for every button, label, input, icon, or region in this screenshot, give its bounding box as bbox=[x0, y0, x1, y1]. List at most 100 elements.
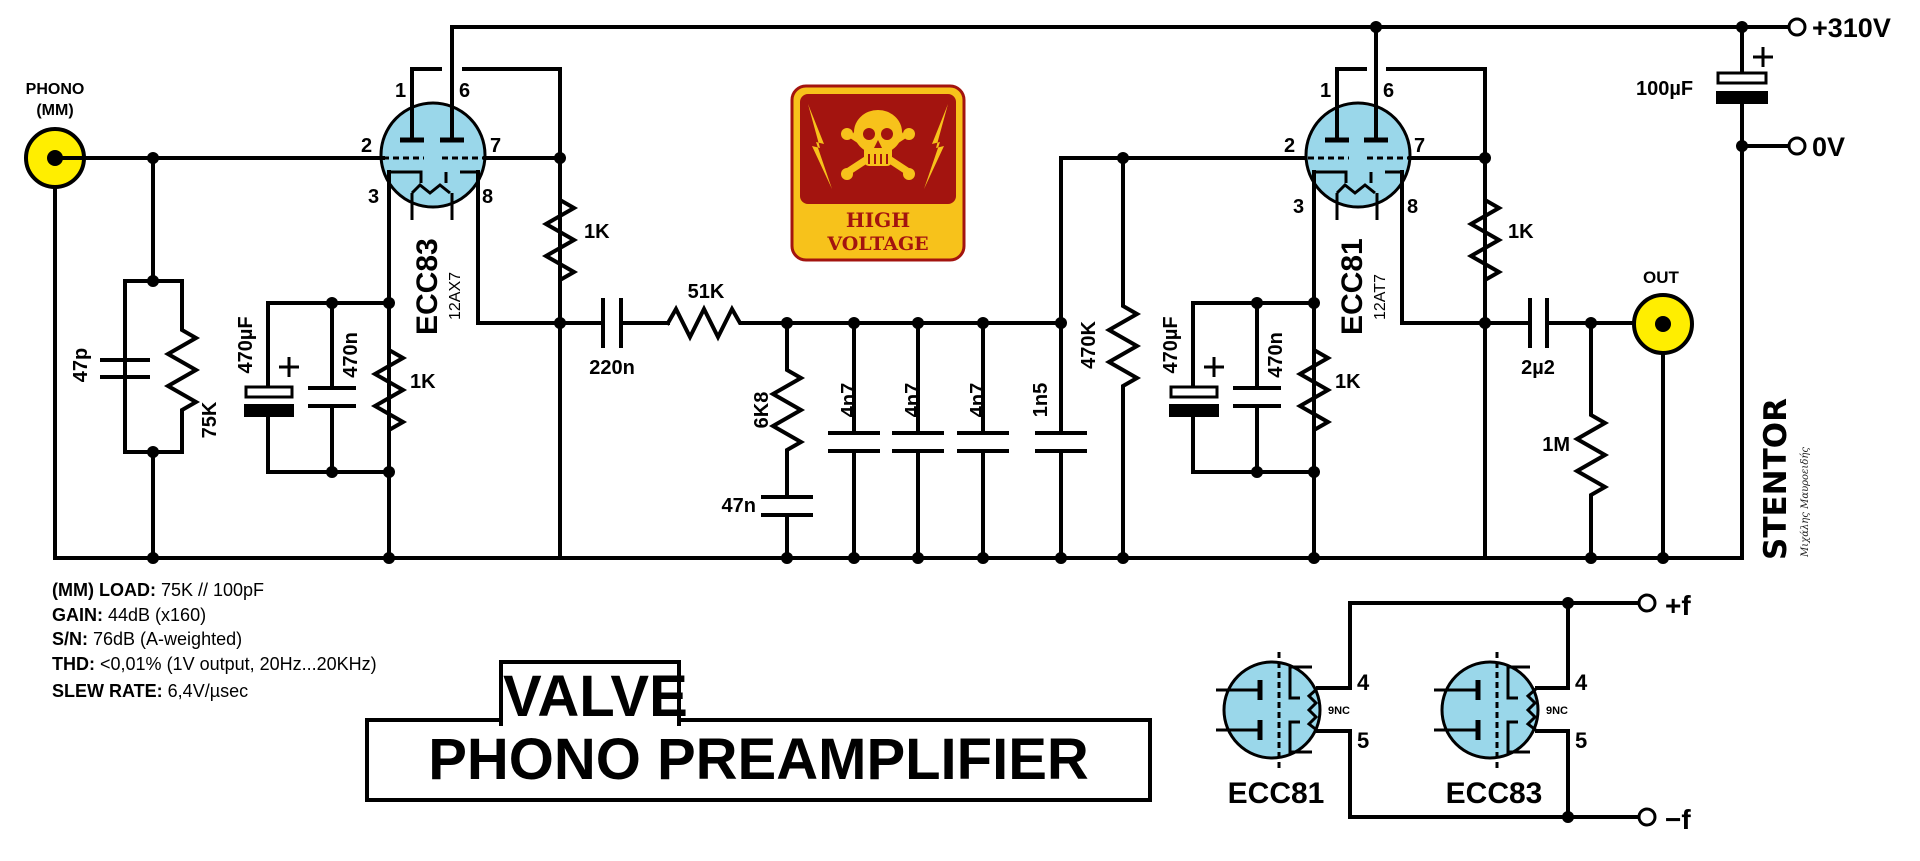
grid2-resistor bbox=[1104, 156, 1142, 560]
junction-dot bbox=[326, 297, 338, 309]
plate2-resistor bbox=[1466, 156, 1504, 325]
terminal-heater-positive[interactable] bbox=[1637, 593, 1657, 613]
pin-1-label: 1 bbox=[1320, 80, 1331, 102]
wire bbox=[410, 98, 454, 142]
heater-tube-ecc81 bbox=[1216, 652, 1322, 768]
pin-7-label: 7 bbox=[1414, 135, 1425, 157]
spec-key: GAIN: bbox=[52, 604, 103, 625]
coupling1-cap-label: 220n bbox=[589, 357, 635, 379]
input-label-line1: PHONO bbox=[26, 81, 85, 98]
coupling1-capacitor bbox=[601, 298, 623, 348]
input-resistor bbox=[163, 279, 201, 454]
plate1-resistor bbox=[541, 156, 579, 325]
tube-ecc83-envelope bbox=[379, 101, 487, 209]
spec-key: SLEW RATE: bbox=[52, 681, 163, 701]
wire bbox=[1335, 98, 1378, 142]
plate8-wire bbox=[1400, 170, 1532, 325]
spec-value: 76dB (A-weighted) bbox=[93, 629, 243, 649]
junction-dot bbox=[781, 552, 793, 564]
heater-pin9-label: 9NC bbox=[1328, 705, 1350, 717]
tube-heater bbox=[1335, 182, 1379, 220]
riaa-cap-d bbox=[1035, 156, 1087, 564]
heater-pin4-label: 4 bbox=[1575, 670, 1588, 695]
warning-line1: HIGH bbox=[846, 208, 910, 232]
cathode2-elco-plus-plate bbox=[1169, 385, 1219, 399]
spec-key: S/N: bbox=[52, 629, 88, 649]
heater-pin4-label: 4 bbox=[1357, 670, 1370, 695]
pin-3-label: 3 bbox=[368, 186, 379, 208]
junction-dot bbox=[781, 317, 793, 329]
input-cap-label: 47p bbox=[70, 348, 92, 382]
riaa-cap-c bbox=[957, 317, 1009, 564]
output-cap-label: 2µ2 bbox=[1521, 357, 1555, 379]
heater-negative-wire bbox=[1316, 729, 1642, 819]
riaa-shunt-capacitor bbox=[761, 495, 813, 517]
pin-6-label: 6 bbox=[459, 80, 470, 102]
cathode1-elco-minus-plate bbox=[244, 404, 294, 417]
output-label: OUT bbox=[1643, 268, 1680, 287]
riaa-series-resistor bbox=[665, 304, 1063, 342]
riaa-cap-b-label: 4n7 bbox=[902, 383, 924, 417]
junction-dot bbox=[1479, 317, 1491, 329]
riaa-cap-c-label: 4n7 bbox=[967, 383, 989, 417]
junction-dot bbox=[383, 466, 395, 478]
heater-pin9-label: 9NC bbox=[1546, 705, 1568, 717]
junction-dot bbox=[554, 317, 566, 329]
output-res-label: 1M bbox=[1542, 434, 1570, 456]
heater-tube-a-label: ECC81 bbox=[1228, 777, 1325, 810]
brand-name: STENTOR bbox=[1758, 398, 1794, 560]
tube1-equivalent-label: 12AX7 bbox=[447, 272, 464, 320]
riaa-series-res-label: 51K bbox=[688, 281, 725, 303]
spec-key: (MM) LOAD: bbox=[52, 580, 156, 600]
riaa-cap-d-label: 1n5 bbox=[1030, 383, 1052, 417]
cathode2-elco-minus-plate bbox=[1169, 404, 1219, 417]
riaa-shunt-resistor bbox=[768, 321, 806, 560]
junction-dot bbox=[1117, 552, 1129, 564]
terminal-positive[interactable] bbox=[1787, 17, 1807, 37]
heater-pin5-label: 5 bbox=[1575, 728, 1587, 753]
pin-7-label: 7 bbox=[490, 135, 501, 157]
cathode2-capacitor bbox=[1233, 301, 1281, 474]
cathode1-resistor bbox=[370, 301, 408, 474]
spec-row: (MM) LOAD: 75K // 100pF bbox=[52, 578, 377, 603]
wire bbox=[1535, 601, 1570, 819]
pin-6-label: 6 bbox=[1383, 80, 1394, 102]
riaa-cap-a-label: 4n7 bbox=[838, 383, 860, 417]
plus-sign-icon bbox=[1753, 47, 1773, 67]
junction-dot bbox=[1657, 552, 1669, 564]
terminal-ground[interactable] bbox=[1787, 136, 1807, 156]
spec-row: SLEW RATE: 6,4V/µsec bbox=[52, 679, 377, 704]
heater-tube-b-label: ECC83 bbox=[1446, 777, 1543, 810]
pin-2-label: 2 bbox=[361, 135, 372, 157]
output-resistor bbox=[1572, 321, 1610, 560]
junction-dot bbox=[147, 552, 159, 564]
junction-dot bbox=[1585, 552, 1597, 564]
heater-tube-ecc83 bbox=[1434, 652, 1540, 768]
plate2-res-label: 1K bbox=[1508, 221, 1534, 243]
specifications-block: (MM) LOAD: 75K // 100pF GAIN: 44dB (x160… bbox=[52, 578, 377, 704]
cathode1-elco-plus-plate bbox=[244, 385, 294, 399]
cathode2-cap-label: 470n bbox=[1265, 332, 1287, 378]
pin-2-label: 2 bbox=[1284, 135, 1295, 157]
riaa-shunt-cap-label: 47n bbox=[722, 495, 756, 517]
terminal-heater-negative[interactable] bbox=[1637, 807, 1657, 827]
supply-positive-label: +310V bbox=[1812, 13, 1891, 43]
pin-8-label: 8 bbox=[482, 186, 493, 208]
tube1-type-label: ECC83 bbox=[411, 238, 444, 335]
pin-8-label: 8 bbox=[1407, 196, 1418, 218]
spec-value: 44dB (x160) bbox=[108, 604, 207, 625]
supply-ground-label: 0V bbox=[1812, 132, 1845, 162]
junction-dot bbox=[147, 446, 159, 458]
tube2-type-label: ECC81 bbox=[1336, 238, 1369, 335]
junction-dot bbox=[383, 297, 395, 309]
spec-value: 75K // 100pF bbox=[160, 580, 265, 600]
input-res-label: 75K bbox=[199, 401, 221, 438]
junction-dot bbox=[1308, 552, 1320, 564]
spec-row: GAIN: 44dB (x160) bbox=[52, 603, 377, 628]
heater-positive-label: +f bbox=[1665, 590, 1691, 621]
spec-value: 6,4V/µsec bbox=[167, 681, 249, 701]
pin-1-label: 1 bbox=[395, 80, 406, 102]
junction-dot bbox=[1562, 597, 1574, 609]
junction-dot bbox=[383, 552, 395, 564]
